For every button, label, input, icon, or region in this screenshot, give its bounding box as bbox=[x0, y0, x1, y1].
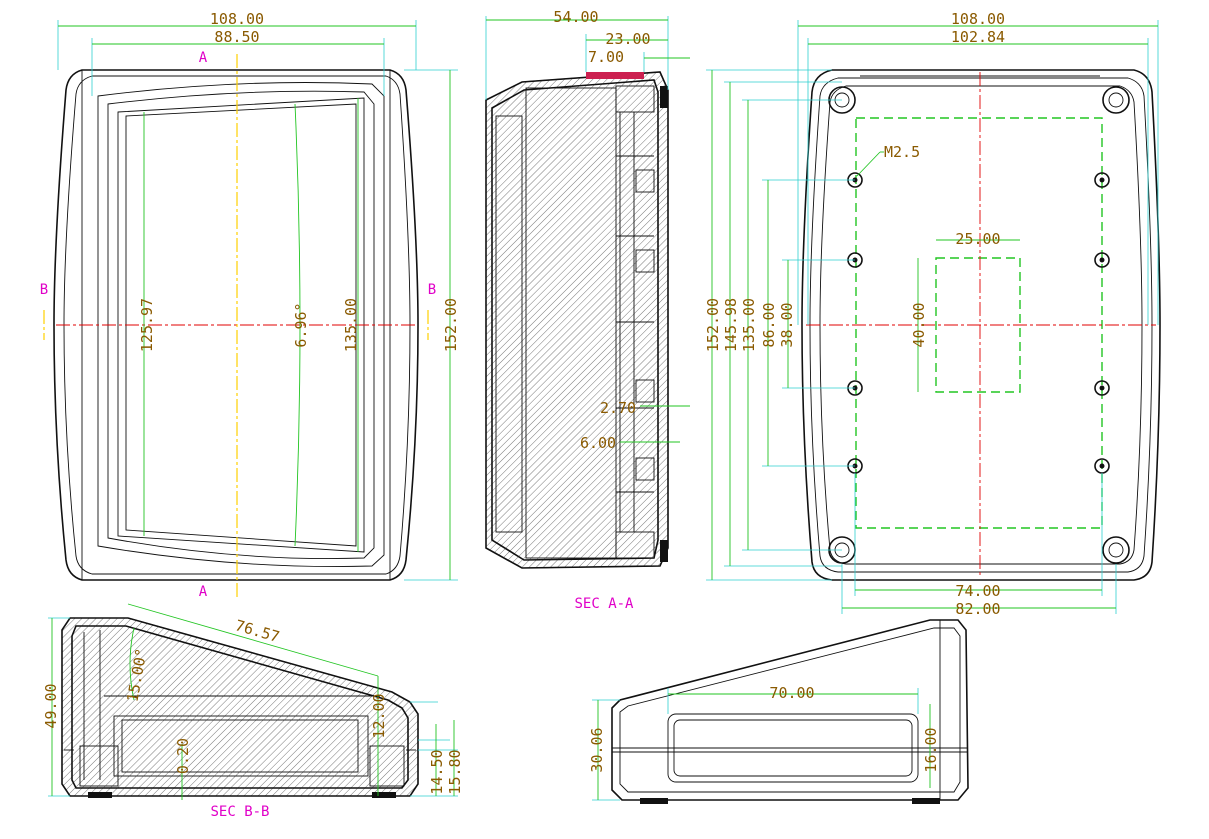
dim-bottom-pcb-hole-pitch-outer: 86.00 bbox=[760, 302, 778, 347]
dim-bottom-inner-length: 145.98 bbox=[722, 298, 740, 352]
section-a-view: 54.00 23.00 7.00 2.70 6.00 SEC A-A bbox=[485, 8, 690, 612]
dim-bottom-pcb-hole-pitch-inner: 38.00 bbox=[778, 302, 796, 347]
dim-top-taper-angle: 6.96° bbox=[292, 302, 310, 347]
dim-bottom-pcb-hole-pitch-x: 74.00 bbox=[955, 582, 1000, 600]
dim-top-window-left-height: 125.97 bbox=[138, 298, 156, 352]
dim-bottom-cutout-height: 40.00 bbox=[910, 302, 928, 347]
dim-top-overall-length: 152.00 bbox=[442, 298, 460, 352]
dim-a-depth: 54.00 bbox=[553, 8, 598, 26]
dim-top-inner-width: 88.50 bbox=[214, 28, 259, 46]
section-marker-b-left: B bbox=[40, 282, 48, 298]
dim-bottom-overall-width: 108.00 bbox=[951, 10, 1005, 28]
dim-b-lower-height: 15.80 bbox=[446, 749, 464, 794]
dim-a-window-depth: 7.00 bbox=[588, 48, 624, 66]
section-b-view: 76.57 15.00° 49.00 12.00 0.20 14.50 15.8… bbox=[42, 603, 464, 820]
dim-b-split-height: 14.50 bbox=[428, 749, 446, 794]
side-view: 70.00 30.06 16.00 bbox=[588, 619, 969, 804]
bottom-view: 108.00 102.84 152.00 145.98 135.00 86.00… bbox=[704, 10, 1161, 618]
dim-bottom-boss-pitch-y: 135.00 bbox=[740, 298, 758, 352]
dim-a-window-offset: 23.00 bbox=[605, 30, 650, 48]
dim-b-overall-height: 49.00 bbox=[42, 683, 60, 728]
dim-bottom-boss-pitch-x: 82.00 bbox=[955, 600, 1000, 618]
dim-a-boss-depth: 6.00 bbox=[580, 434, 616, 452]
section-marker-a-top: A bbox=[199, 50, 208, 66]
dim-top-window-right-height: 135.00 bbox=[342, 298, 360, 352]
dim-side-rear-height: 30.06 bbox=[588, 727, 606, 772]
dim-b-floor-offset: 0.20 bbox=[174, 738, 192, 774]
dim-side-window-width: 70.00 bbox=[769, 684, 814, 702]
section-marker-a-bottom: A bbox=[199, 584, 208, 600]
screw-size-label: M2.5 bbox=[884, 143, 920, 161]
dim-a-wall-thickness: 2.70 bbox=[600, 399, 636, 417]
section-b-caption: SEC B-B bbox=[210, 804, 269, 820]
section-marker-b-right: B bbox=[428, 282, 436, 298]
section-a-caption: SEC A-A bbox=[574, 596, 634, 612]
dim-bottom-overall-length: 152.00 bbox=[704, 298, 722, 352]
dim-bottom-inner-width: 102.84 bbox=[951, 28, 1005, 46]
dim-top-overall-width: 108.00 bbox=[210, 10, 264, 28]
dim-b-front-height: 12.00 bbox=[370, 693, 388, 738]
dim-bottom-cutout-width: 25.00 bbox=[955, 230, 1000, 248]
pcb-mount-holes bbox=[847, 172, 1110, 474]
dim-side-window-height: 16.00 bbox=[922, 727, 940, 772]
top-view: 108.00 88.50 125.97 6.96° 135.00 152.00 … bbox=[40, 10, 460, 600]
